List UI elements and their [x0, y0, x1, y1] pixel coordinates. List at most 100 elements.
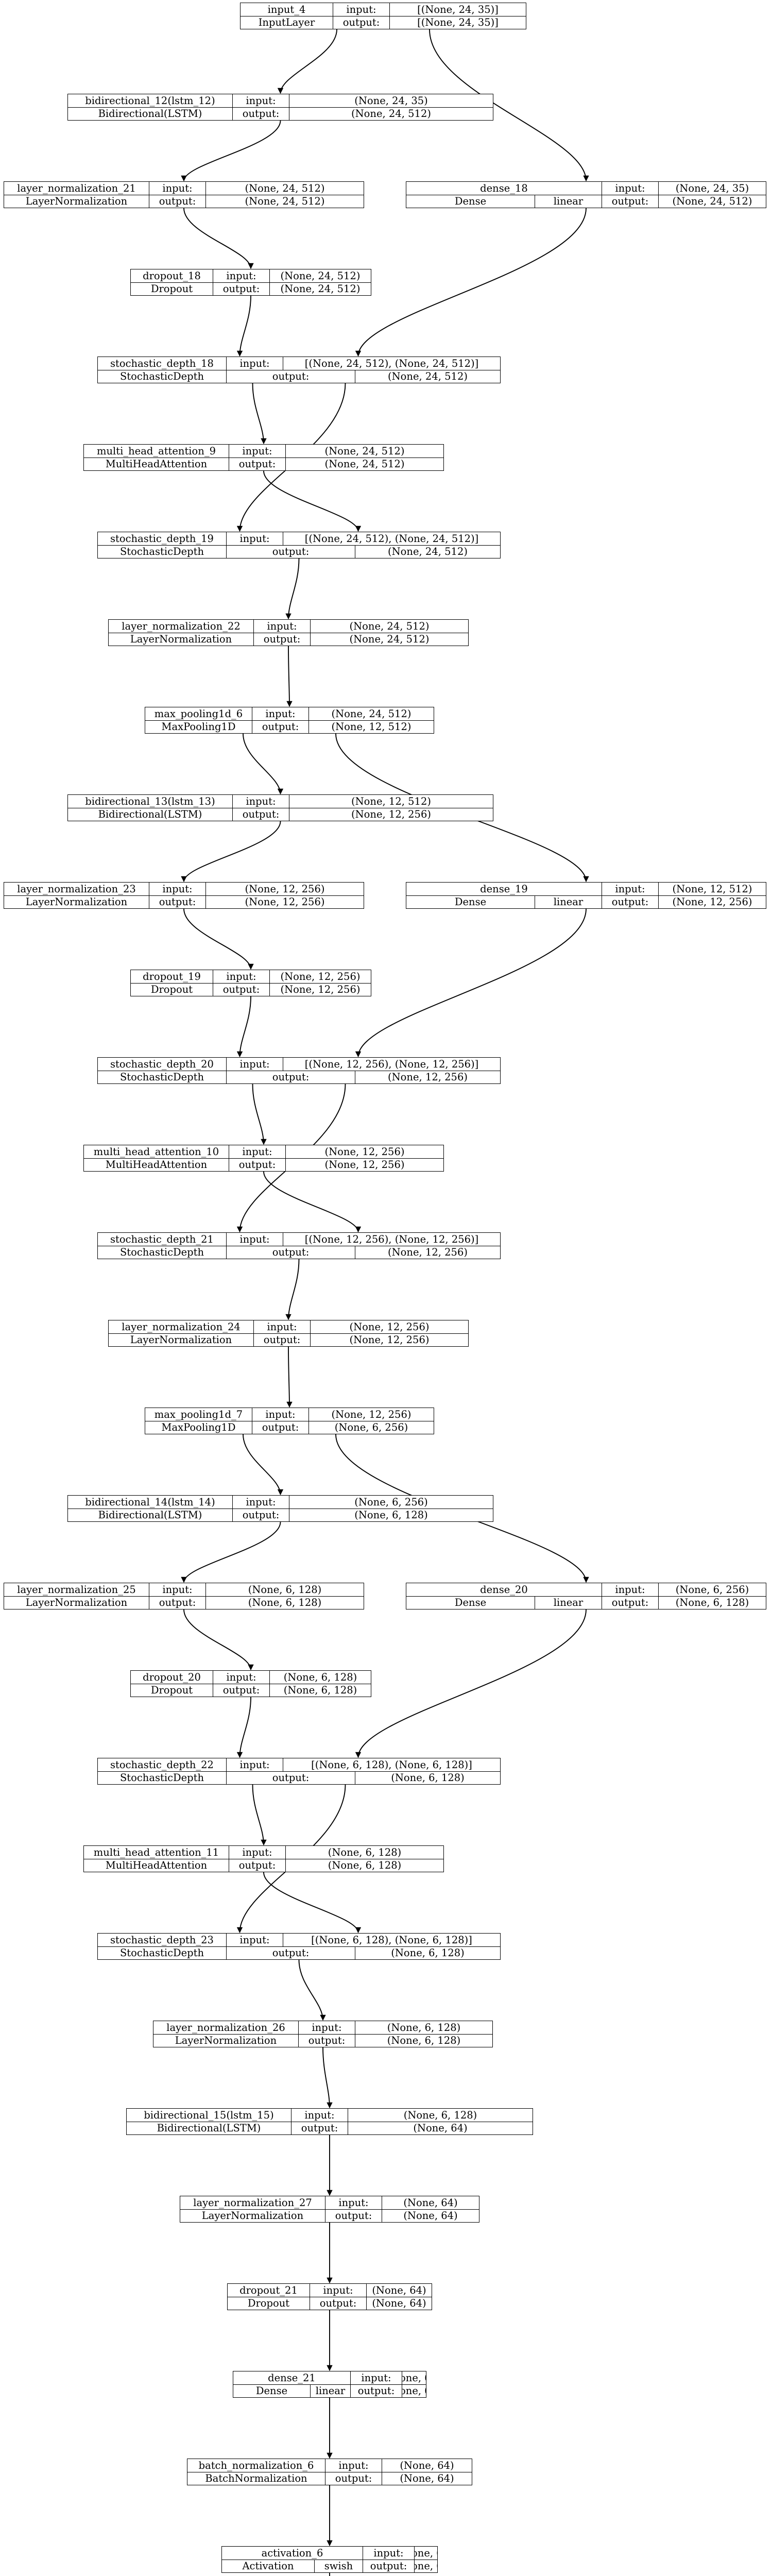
- node-name: stochastic_depth_18: [98, 357, 227, 370]
- node-name: dense_19: [406, 883, 602, 895]
- node-name: bidirectional_12(lstm_12): [68, 94, 233, 107]
- node-output-shape: (None, 12, 256): [349, 1334, 430, 1346]
- node-activation: linear: [535, 895, 602, 908]
- node-class: LayerNormalization: [180, 2209, 325, 2222]
- node-activation: linear: [535, 1596, 602, 1609]
- node-output-label: output:: [227, 1771, 355, 1784]
- node-output-shape: (None, 64): [403, 2210, 458, 2222]
- node-name: layer_normalization_21: [4, 182, 149, 195]
- node-input-shape: (None, 6, 256): [675, 1583, 749, 1596]
- node-class: MaxPooling1D: [145, 720, 252, 733]
- node-input-shape: [(None, 6, 128), (None, 6, 128)]: [311, 1758, 472, 1771]
- node-output-shape: (None, 12, 256): [324, 1159, 405, 1171]
- node-output-shape: (None, 24, 512): [351, 108, 431, 120]
- edge-dropout_18-to-stochastic_depth_18: [236, 295, 251, 357]
- node-input-shape: (None, 6, 128): [283, 1671, 357, 1683]
- node-class: LayerNormalization: [4, 1596, 149, 1609]
- node-name: dense_18: [406, 182, 602, 195]
- node-input-label: input:: [229, 1846, 286, 1859]
- edge-dense_18-to-stochastic_depth_18: [355, 208, 587, 357]
- node-class: StochasticDepth: [98, 1771, 227, 1784]
- node-input-shape: (None, 12, 256): [280, 970, 361, 982]
- node-output-label: output:: [213, 1684, 270, 1697]
- node-input-shape: (None, 12, 256): [245, 883, 325, 895]
- node-activation: linear: [535, 195, 602, 208]
- node-input-shape: (None, 24, 512): [324, 445, 405, 457]
- node-output-shape: (None, 12, 256): [245, 896, 325, 908]
- node-input-shape: (None, 64): [415, 2547, 437, 2559]
- node-output-shape: [(None, 24, 35)]: [417, 16, 499, 28]
- node-output-shape: (None, 6, 256): [334, 1421, 408, 1433]
- node-input-label: input:: [233, 795, 289, 808]
- edge-multi_head_attention_10-to-stochastic_depth_21: [263, 1171, 362, 1233]
- node-output-label: output:: [149, 195, 206, 208]
- node-input-row: bidirectional_12(lstm_12)input:(None, 24…: [68, 94, 493, 108]
- node-input-label: input:: [229, 445, 286, 457]
- node-output-shape: (None, 24, 512): [245, 195, 325, 207]
- node-output-shape: (None, 6, 128): [248, 1597, 322, 1608]
- node-input-label: input:: [325, 2459, 382, 2472]
- node-output-label: output:: [310, 2297, 367, 2310]
- node-class: Bidirectional(LSTM): [68, 808, 233, 821]
- node-class: StochasticDepth: [98, 1071, 227, 1083]
- node-input-row: bidirectional_15(lstm_15)input:(None, 6,…: [127, 2109, 533, 2122]
- node-class: Bidirectional(LSTM): [68, 107, 233, 120]
- node-input-label: input:: [351, 2371, 402, 2384]
- node-activation: swish: [315, 2560, 363, 2572]
- layer-node-bidirectional_15[interactable]: bidirectional_15(lstm_15)input:(None, 6,…: [126, 2108, 533, 2135]
- layer-node-bidirectional_14[interactable]: bidirectional_14(lstm_14)input:(None, 6,…: [67, 1495, 493, 1522]
- node-name: dense_20: [406, 1583, 602, 1596]
- node-input-label: input:: [291, 2109, 348, 2122]
- edge-layer_normalization_22-to-max_pooling1d_6: [286, 646, 293, 707]
- node-output-label: output:: [602, 195, 659, 208]
- edge-layer_normalization_26-to-bidirectional_15: [322, 2047, 333, 2109]
- node-input-row: bidirectional_13(lstm_13)input:(None, 12…: [68, 795, 493, 808]
- layer-node-bidirectional_13[interactable]: bidirectional_13(lstm_13)input:(None, 12…: [67, 794, 493, 821]
- node-input-shape: (None, 24, 35): [675, 182, 749, 194]
- node-class: Bidirectional(LSTM): [127, 2122, 291, 2134]
- node-name: max_pooling1d_7: [145, 1408, 252, 1421]
- layer-node-bidirectional_12[interactable]: bidirectional_12(lstm_12)input:(None, 24…: [67, 94, 493, 121]
- node-input-shape: (None, 12, 512): [351, 795, 431, 807]
